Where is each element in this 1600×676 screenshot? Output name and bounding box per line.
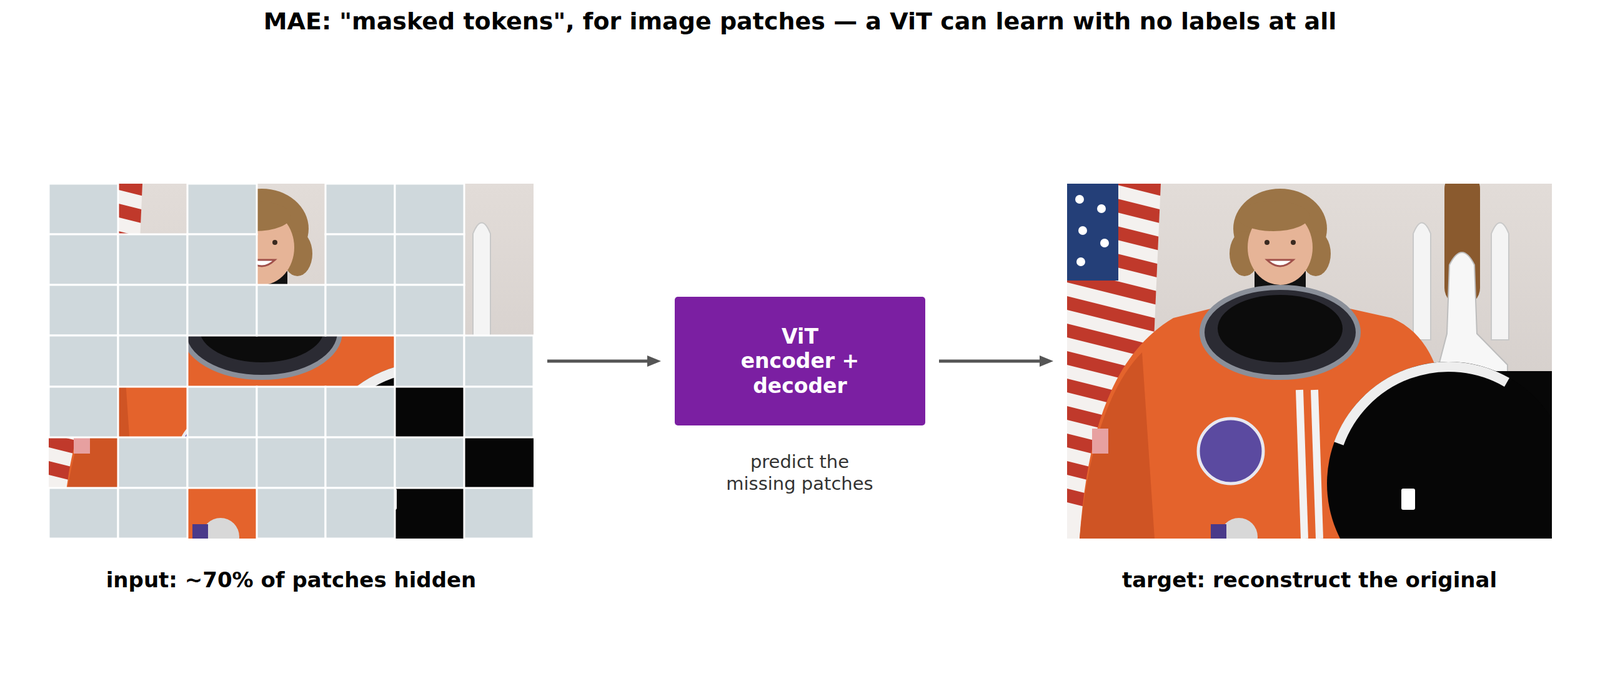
masked-patch (48, 284, 119, 336)
masked-patch (464, 487, 534, 539)
panel-caption-text: target: reconstruct the original (1122, 567, 1497, 593)
box-label: ViT encoder + decoder (735, 324, 865, 399)
masked-patch (394, 183, 465, 235)
image-panel: target: reconstruct the original (1067, 183, 1552, 539)
target-image (1067, 158, 1571, 606)
masked-patch (187, 183, 257, 235)
masked-patch (256, 437, 326, 488)
arrow-line (939, 359, 1043, 363)
masked-patch (256, 386, 326, 438)
input-image (48, 158, 553, 606)
masked-patches (48, 183, 534, 539)
image-panel: input: ~70% of patches hidden (48, 183, 534, 539)
masked-patch (118, 234, 188, 285)
masked-patch (118, 335, 188, 387)
flow-arrow (547, 355, 661, 367)
masked-patch (187, 386, 257, 438)
box-content: ViT encoder + decoder (735, 324, 865, 399)
panel-caption: target: reconstruct the original (1122, 567, 1497, 593)
masked-patch (187, 234, 257, 285)
masked-patch (256, 487, 326, 539)
masked-patch (394, 335, 465, 387)
masked-patch (325, 234, 395, 285)
masked-patch (118, 437, 188, 488)
masked-patch (48, 487, 119, 539)
masked-patch (118, 487, 188, 539)
masked-patch (187, 284, 257, 336)
masked-patch (325, 437, 395, 488)
arrow-line (547, 359, 650, 363)
note-label: predict the missing patches (721, 451, 878, 495)
masked-patch (187, 437, 257, 488)
masked-patch (394, 437, 465, 488)
masked-patch (48, 183, 119, 235)
panel-caption: input: ~70% of patches hidden (106, 567, 477, 593)
masked-patch (394, 234, 465, 285)
masked-patch (256, 284, 326, 336)
arrow-head (647, 355, 661, 367)
masked-patch (464, 386, 534, 438)
masked-patch (48, 386, 119, 438)
arrow-head (1039, 355, 1054, 367)
masked-patch (48, 335, 119, 387)
masked-patch (325, 183, 395, 235)
masked-patch (118, 284, 188, 336)
diagram-title: MAE: "masked tokens", for image patches … (0, 7, 1600, 35)
masked-patch (394, 284, 465, 336)
process-box: ViT encoder + decoder (674, 296, 926, 426)
masked-patch (325, 284, 395, 336)
masked-patch (325, 386, 395, 438)
panel-caption-text: input: ~70% of patches hidden (106, 567, 477, 593)
flow-arrow (939, 355, 1054, 367)
masked-patch (325, 487, 395, 539)
masked-patch (48, 234, 119, 285)
masked-patch (464, 335, 534, 387)
